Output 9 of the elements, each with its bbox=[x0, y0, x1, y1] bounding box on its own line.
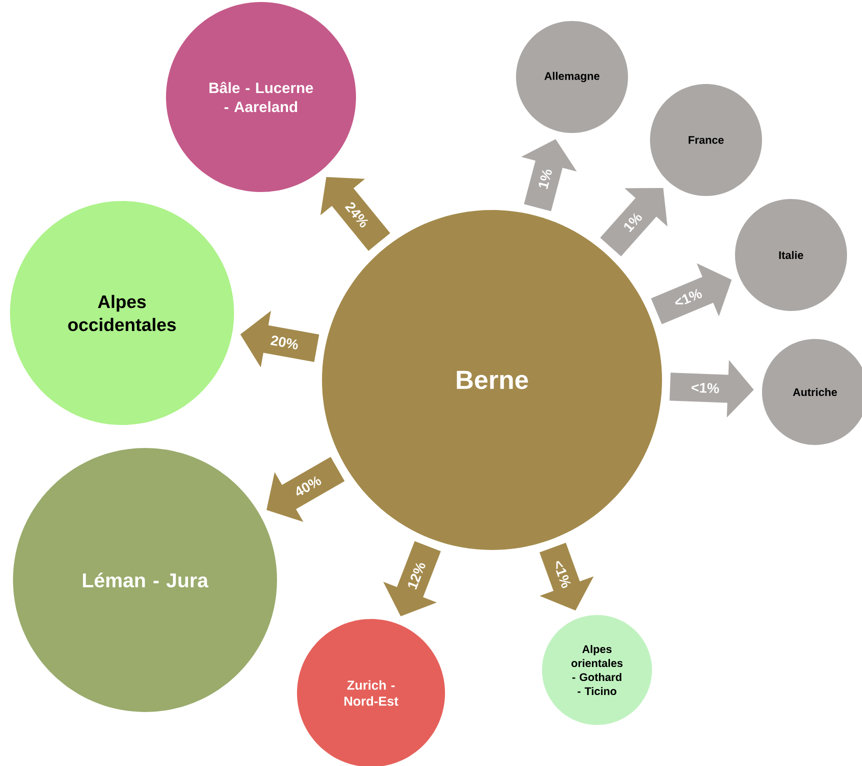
edge-label: <1% bbox=[551, 558, 573, 590]
edge-label: 1% bbox=[536, 166, 554, 192]
edge-label: <1% bbox=[690, 381, 721, 394]
edge-label: 1% bbox=[620, 210, 645, 234]
edge-label: <1% bbox=[672, 286, 704, 310]
arrow bbox=[320, 177, 390, 251]
edge-label: 12% bbox=[405, 559, 428, 592]
edge-label: 40% bbox=[292, 474, 324, 499]
edge-label: 20% bbox=[268, 334, 300, 351]
